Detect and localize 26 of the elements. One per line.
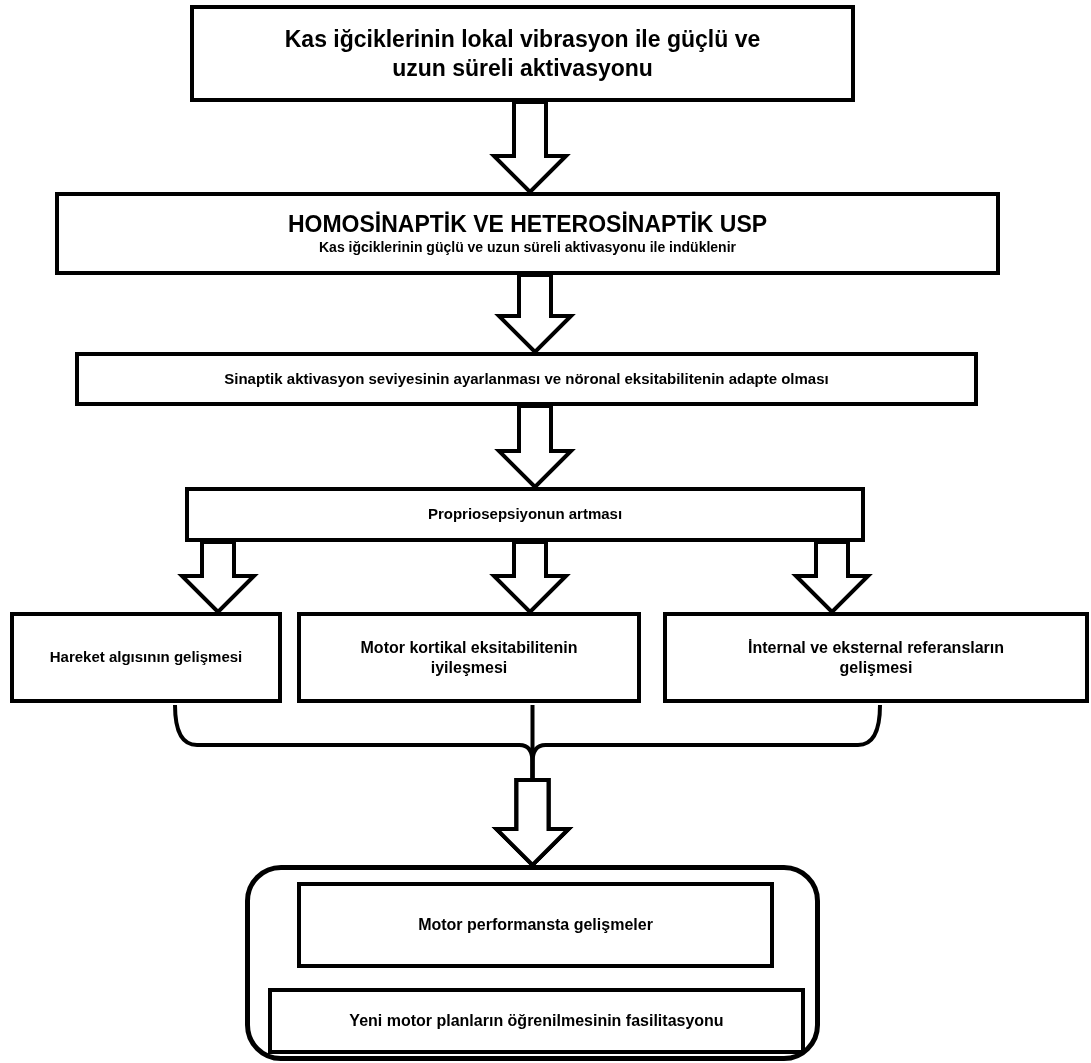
box-text: İnternal ve eksternal referansların gelişmesi (746, 637, 1006, 678)
process-box (190, 5, 855, 102)
process-box (297, 882, 774, 968)
box-subtext: Kas iğciklerinin güçlü ve uzun süreli aktivasyonu ile indüklenir (319, 239, 736, 257)
process-box (75, 352, 978, 406)
process-box (268, 988, 805, 1054)
process-box (663, 612, 1089, 703)
box-text: Sinaptik aktivasyon seviyesinin ayarlanması ve nöronal eksitabilitenin adapte olması (224, 369, 829, 389)
container-box (245, 865, 820, 1061)
box-text: Yeni motor planların öğrenilmesinin fasilitasyonu (349, 1011, 724, 1031)
block-arrow (791, 540, 873, 615)
process-box (10, 612, 282, 703)
box-text: Motor performansta gelişmeler (418, 915, 653, 935)
block-arrow (494, 273, 576, 355)
box-text: Kas iğciklerinin lokal vibrasyon ile güçlü ve uzun süreli aktivasyonu (283, 24, 762, 83)
block-arrow (489, 540, 571, 615)
block-arrow (494, 404, 576, 490)
box-text: Hareket algısının gelişmesi (49, 648, 243, 667)
box-text: Propriosepsiyonun artması (427, 505, 623, 524)
process-box (185, 487, 865, 542)
block-arrow (177, 540, 259, 615)
box-text: Motor kortikal eksitabilitenin iyileşmesi (359, 637, 579, 678)
block-arrow (489, 100, 571, 195)
process-box (55, 192, 1000, 275)
process-box (297, 612, 641, 703)
box-text: HOMOSİNAPTİK VE HETEROSİNAPTİK USP (287, 210, 768, 240)
